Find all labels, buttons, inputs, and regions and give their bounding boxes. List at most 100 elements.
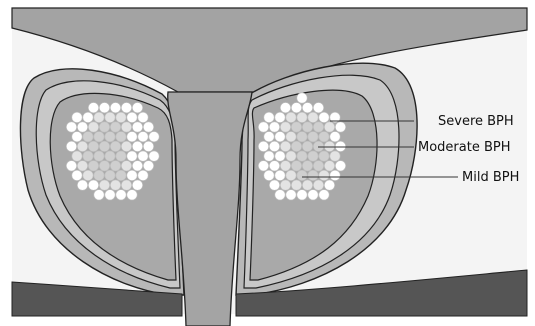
- nodule: [313, 161, 323, 171]
- nodule: [116, 190, 126, 200]
- nodule: [94, 151, 104, 161]
- nodule: [88, 141, 98, 151]
- nodule: [291, 161, 301, 171]
- nodule: [77, 122, 87, 132]
- nodule: [275, 132, 285, 142]
- nodule: [116, 151, 126, 161]
- nodule: [127, 170, 137, 180]
- nodule: [94, 190, 104, 200]
- nodule: [286, 190, 296, 200]
- nodule: [269, 141, 279, 151]
- nodule: [132, 161, 142, 171]
- nodule: [88, 180, 98, 190]
- nodule: [297, 93, 307, 103]
- nodule: [99, 122, 109, 132]
- nodule: [127, 190, 137, 200]
- nodule: [264, 170, 274, 180]
- nodule: [110, 180, 120, 190]
- nodule: [280, 180, 290, 190]
- nodule: [132, 103, 142, 113]
- nodule: [302, 161, 312, 171]
- nodule: [66, 122, 76, 132]
- nodule: [319, 170, 329, 180]
- nodule: [77, 180, 87, 190]
- nodule: [77, 161, 87, 171]
- nodule: [88, 103, 98, 113]
- nodule: [313, 180, 323, 190]
- nodule: [138, 170, 148, 180]
- nodule: [319, 190, 329, 200]
- nodule: [286, 170, 296, 180]
- nodule: [94, 132, 104, 142]
- nodule: [286, 112, 296, 122]
- nodule: [308, 151, 318, 161]
- nodule: [83, 112, 93, 122]
- nodule: [66, 141, 76, 151]
- nodule: [94, 170, 104, 180]
- nodule: [297, 190, 307, 200]
- nodule: [116, 112, 126, 122]
- nodule: [335, 141, 345, 151]
- nodule: [297, 170, 307, 180]
- nodule: [66, 161, 76, 171]
- nodule: [94, 112, 104, 122]
- nodule: [324, 161, 334, 171]
- nodule: [121, 141, 131, 151]
- nodule: [286, 132, 296, 142]
- nodule: [302, 103, 312, 113]
- nodule: [324, 180, 334, 190]
- nodule: [275, 112, 285, 122]
- nodule: [99, 161, 109, 171]
- nodule: [302, 122, 312, 132]
- nodule: [264, 132, 274, 142]
- nodule: [121, 161, 131, 171]
- nodule: [308, 190, 318, 200]
- nodule: [275, 151, 285, 161]
- nodule: [99, 103, 109, 113]
- nodule: [291, 180, 301, 190]
- nodule: [132, 141, 142, 151]
- label-mild-bph: Mild BPH: [462, 170, 519, 185]
- nodule: [286, 151, 296, 161]
- nodule: [138, 112, 148, 122]
- nodule: [116, 170, 126, 180]
- nodule: [143, 161, 153, 171]
- nodule: [127, 132, 137, 142]
- nodule: [280, 161, 290, 171]
- nodule: [330, 132, 340, 142]
- nodule: [88, 122, 98, 132]
- nodule: [297, 112, 307, 122]
- nodule: [275, 190, 285, 200]
- nodule: [132, 180, 142, 190]
- nodule: [105, 112, 115, 122]
- nodule: [264, 112, 274, 122]
- nodule: [302, 180, 312, 190]
- nodule: [319, 132, 329, 142]
- nodule: [280, 103, 290, 113]
- nodule: [105, 132, 115, 142]
- nodule: [335, 161, 345, 171]
- nodule: [88, 161, 98, 171]
- nodule: [83, 170, 93, 180]
- nodule: [105, 190, 115, 200]
- nodule: [138, 151, 148, 161]
- nodule: [127, 151, 137, 161]
- nodule: [121, 180, 131, 190]
- nodule: [297, 151, 307, 161]
- nodule: [127, 112, 137, 122]
- nodule: [269, 122, 279, 132]
- nodule: [72, 170, 82, 180]
- label-severe-bph: Severe BPH: [438, 114, 514, 129]
- nodule: [105, 170, 115, 180]
- nodule: [258, 161, 268, 171]
- nodule: [110, 141, 120, 151]
- nodule: [330, 151, 340, 161]
- nodule: [258, 122, 268, 132]
- nodule: [149, 151, 159, 161]
- nodule: [280, 141, 290, 151]
- nodule: [77, 141, 87, 151]
- nodule: [258, 141, 268, 151]
- nodule: [143, 122, 153, 132]
